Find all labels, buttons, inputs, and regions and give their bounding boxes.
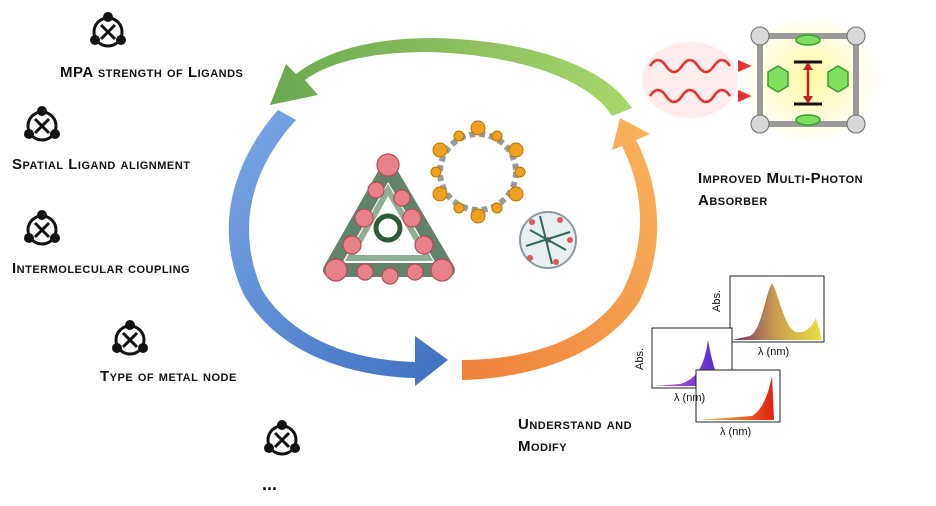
orange-cycle-arrow (462, 118, 658, 380)
tools-icon (24, 106, 60, 142)
tools-icon (90, 12, 126, 48)
tools-icon (264, 420, 300, 456)
spectrum-red (695, 369, 781, 423)
green-cycle-arrow (270, 38, 632, 116)
spectrum-yellow-xlabel: λ (nm) (758, 346, 790, 358)
outcome-label-line1: Improved Multi-Photon (698, 170, 864, 187)
hexagonal-mof-structure (430, 120, 526, 224)
cycle-label-line2: Modify (518, 438, 568, 455)
factor-label-spatial-alignment: Spatial Ligand alignment (12, 156, 191, 173)
factor-label-intermolecular-coupling: Intermolecular coupling (12, 260, 191, 277)
tools-icon (112, 320, 148, 356)
factor-label-mpa-strength: MPA strength of Ligands (60, 64, 244, 81)
spectrum-purple-ylabel: Abs. (634, 347, 646, 370)
spectrum-purple-xlabel: λ (nm) (674, 392, 706, 404)
photon-absorber-framework (740, 14, 880, 144)
factor-label-metal-node: Type of metal node (100, 368, 237, 385)
outcome-label-line2: Absorber (698, 192, 768, 209)
incoming-photons (642, 42, 752, 118)
cluster-mof-structure (519, 211, 577, 269)
blue-cycle-arrow (228, 110, 448, 386)
tools-icon (24, 210, 60, 246)
factor-label-more: ... (262, 474, 278, 494)
spectrum-red-xlabel: λ (nm) (720, 426, 752, 438)
spectrum-yellow (729, 275, 825, 343)
triangle-mof-structure (323, 153, 455, 285)
cycle-label-line1: Understand and (518, 416, 633, 433)
spectrum-yellow-ylabel: Abs. (711, 289, 723, 312)
